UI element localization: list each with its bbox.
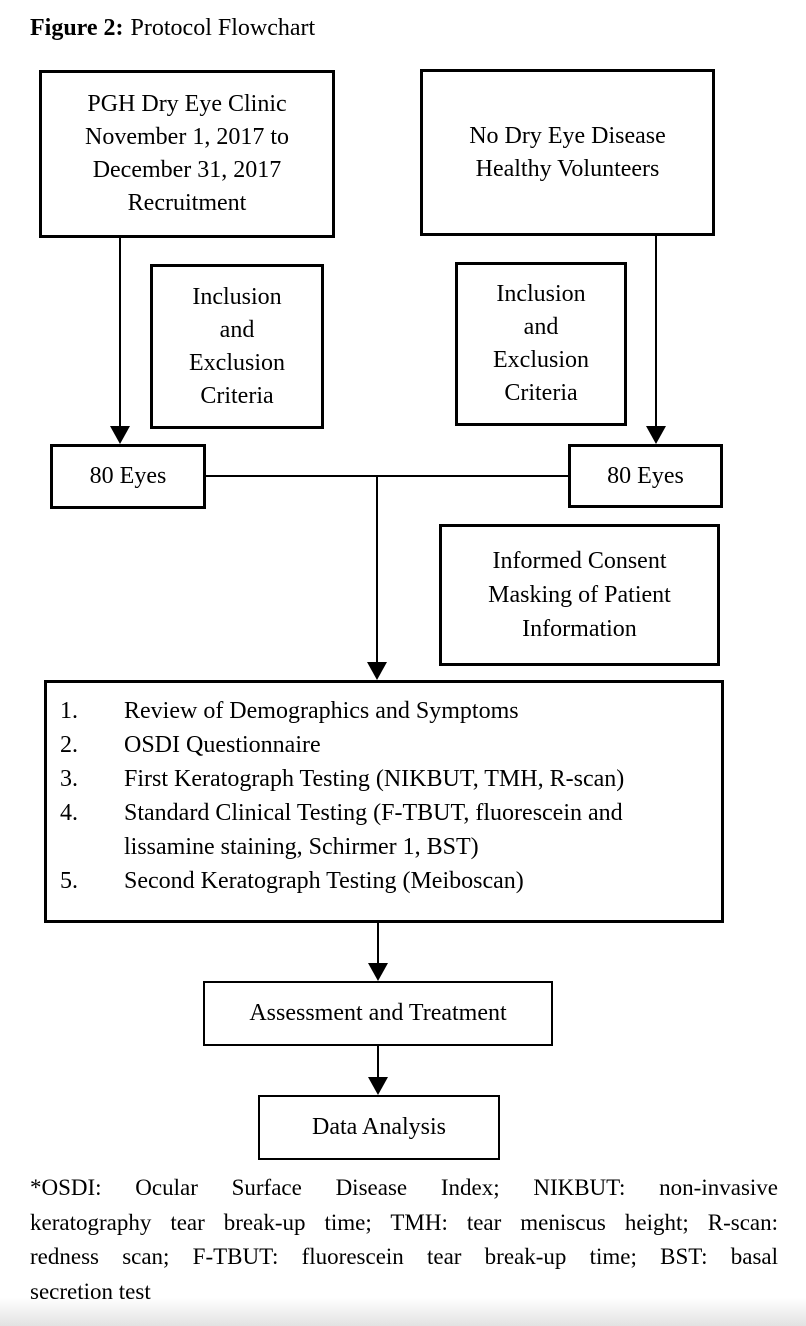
node-line: December 31, 2017 bbox=[92, 157, 282, 183]
node-line: November 1, 2017 to bbox=[85, 124, 289, 150]
procedure-text: Standard Clinical Testing (F-TBUT, fluor… bbox=[124, 800, 623, 860]
node-line: PGH Dry Eye Clinic bbox=[87, 91, 287, 117]
node-line: Exclusion bbox=[189, 349, 285, 376]
node-procedures-list: 1. Review of Demographics and Symptoms 2… bbox=[44, 680, 724, 923]
procedure-number: 2. bbox=[60, 732, 78, 758]
node-line: Data Analysis bbox=[312, 1114, 446, 1140]
node-criteria-left: Inclusion and Exclusion Criteria bbox=[150, 264, 324, 429]
procedure-item: 5. Second Keratograph Testing (Meiboscan… bbox=[60, 864, 711, 898]
node-line: Informed Consent bbox=[492, 548, 667, 574]
procedure-text: Second Keratograph Testing (Meiboscan) bbox=[124, 868, 524, 894]
node-criteria-right: Inclusion and Exclusion Criteria bbox=[455, 262, 627, 426]
footnote-line: *OSDI: Ocular Surface Disease Index; NIK… bbox=[30, 1175, 778, 1200]
procedure-text: Review of Demographics and Symptoms bbox=[124, 698, 519, 724]
footnote-line: secretion test bbox=[30, 1278, 151, 1304]
node-recruitment: PGH Dry Eye Clinic November 1, 2017 to D… bbox=[39, 70, 335, 238]
node-line: and bbox=[523, 314, 559, 340]
node-line: Healthy Volunteers bbox=[475, 155, 660, 182]
node-healthy-volunteers: No Dry Eye Disease Healthy Volunteers bbox=[420, 69, 715, 236]
procedure-text: First Keratograph Testing (NIKBUT, TMH, … bbox=[124, 766, 625, 792]
procedure-number: 4. bbox=[60, 800, 78, 826]
node-eyes-left: 80 Eyes bbox=[50, 444, 206, 509]
node-line: and bbox=[219, 316, 255, 343]
node-line: Information bbox=[522, 616, 637, 642]
node-eyes-right: 80 Eyes bbox=[568, 444, 723, 508]
node-line: Inclusion bbox=[496, 281, 586, 307]
arrow-assessment-to-data-analysis bbox=[368, 1046, 388, 1095]
node-line: 80 Eyes bbox=[607, 462, 684, 489]
figure-title-text: Protocol Flowchart bbox=[130, 15, 316, 41]
node-assessment-treatment: Assessment and Treatment bbox=[203, 981, 553, 1046]
procedure-number: 3. bbox=[60, 766, 78, 792]
arrow-volunteers-to-eyes-right bbox=[646, 236, 666, 444]
node-line: No Dry Eye Disease bbox=[469, 122, 666, 149]
procedure-item: 4. Standard Clinical Testing (F-TBUT, fl… bbox=[60, 796, 711, 864]
node-line: Recruitment bbox=[127, 190, 247, 216]
figure-caption: Figure 2:Protocol Flowchart bbox=[30, 12, 315, 44]
figure-label: Figure 2: bbox=[30, 15, 124, 41]
procedure-text: OSDI Questionnaire bbox=[124, 732, 321, 758]
footnote-line: redness scan; F-TBUT: fluorescein tear b… bbox=[30, 1244, 778, 1269]
node-line: Assessment and Treatment bbox=[249, 1000, 507, 1026]
procedure-item: 1. Review of Demographics and Symptoms bbox=[60, 694, 711, 728]
procedure-number: 5. bbox=[60, 868, 78, 894]
node-line: Masking of Patient bbox=[488, 582, 671, 608]
node-line: Exclusion bbox=[493, 347, 589, 373]
arrow-procedures-to-assessment bbox=[368, 923, 388, 981]
footnote: *OSDI: Ocular Surface Disease Index; NIK… bbox=[30, 1171, 778, 1309]
node-line: Inclusion bbox=[192, 283, 282, 310]
node-informed-consent: Informed Consent Masking of Patient Info… bbox=[439, 524, 720, 666]
procedure-number: 1. bbox=[60, 698, 78, 724]
node-line: Criteria bbox=[504, 380, 578, 406]
footnote-line: keratography tear break-up time; TMH: te… bbox=[30, 1209, 778, 1235]
arrow-recruitment-to-eyes-left bbox=[110, 238, 130, 444]
node-data-analysis: Data Analysis bbox=[258, 1095, 500, 1160]
arrow-junction-to-procedures bbox=[367, 476, 387, 680]
node-line: 80 Eyes bbox=[89, 463, 167, 489]
procedure-item: 3. First Keratograph Testing (NIKBUT, TM… bbox=[60, 762, 711, 796]
node-line: Criteria bbox=[200, 382, 274, 409]
procedure-item: 2. OSDI Questionnaire bbox=[60, 728, 711, 762]
